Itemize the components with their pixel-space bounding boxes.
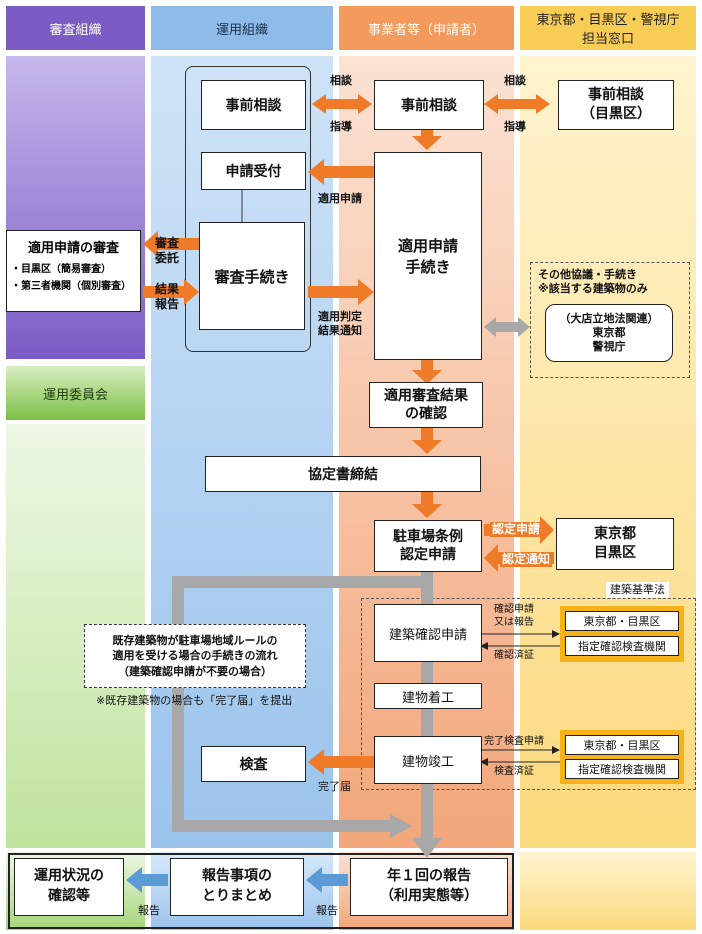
- other-procedures-frame: [530, 262, 690, 378]
- arrow-result-right: [143, 279, 199, 305]
- annual-report-box[interactable]: 年１回の報告 （利用実態等）: [350, 858, 508, 916]
- agency-box-2[interactable]: 指定確認検査機関: [565, 759, 679, 779]
- inspection-box[interactable]: 検査: [201, 746, 306, 782]
- pre-consult-applicant[interactable]: 事前相談: [374, 80, 484, 130]
- label-kensa-zumi: 検査済証: [494, 766, 534, 777]
- review-box[interactable]: 適用申請の審査 ・目黒区（簡易審査） ・第三者機関（個別審査）: [6, 230, 141, 312]
- label-nintei-shinsei: 認定申請: [490, 522, 543, 537]
- tokyo-column-bg: [520, 56, 696, 848]
- arrow-consult-meguro: [484, 94, 550, 114]
- committee-column-bg: [6, 366, 145, 420]
- label-nintei-tsuchi: 認定通知: [500, 552, 553, 567]
- other-procedures-inner[interactable]: （大店立地法関連） 東京都 警視庁: [545, 304, 673, 362]
- label-houkoku-1: 報告: [316, 904, 338, 917]
- label-kanryo-shinsei: 完了検査申請: [484, 736, 544, 747]
- header-tokyo: 東京都・目黒区・警視庁 担当窓口: [520, 6, 696, 50]
- label-hantei: 適用判定 結果通知: [318, 310, 362, 337]
- note-box: 既存建築物が駐車場地域ルールの 適用を受ける場合の手続きの流れ （建築確認申請が…: [84, 624, 306, 688]
- bypass-gray: [172, 576, 427, 832]
- tm-box-1[interactable]: 東京都・目黒区: [565, 611, 679, 631]
- label-kenchiku-kijun: 建築基準法: [606, 582, 669, 598]
- bottom-tokyo-bg: [520, 852, 696, 930]
- header-operation: 運用組織: [151, 6, 333, 50]
- header-review: 審査組織: [6, 6, 145, 50]
- bottom-row-frame: [8, 853, 514, 929]
- arrow-other-gray: [484, 317, 530, 337]
- label-shidou-2: 指導: [504, 120, 526, 133]
- arrow-down-1: [412, 360, 442, 384]
- arrow-review-left: [143, 231, 199, 257]
- tm-box-2[interactable]: 東京都・目黒区: [565, 735, 679, 755]
- pre-consult-meguro[interactable]: 事前相談 （目黒区）: [558, 80, 674, 130]
- label-kanryo-todoke: 完了届: [318, 780, 351, 793]
- receipt-box[interactable]: 申請受付: [201, 152, 306, 190]
- arrow-down-2: [412, 428, 442, 454]
- label-kakunin-shinsei: 確認申請 又は報告: [494, 604, 534, 628]
- label-apply: 適用申請: [318, 192, 362, 205]
- arrow-report-1: [306, 867, 348, 893]
- arrow-consult-op: [312, 94, 372, 114]
- other-procedures-title: その他協議・手続き ※該当する建築物のみ: [538, 268, 648, 295]
- building-standards-frame: [361, 598, 696, 790]
- pre-consult-operation[interactable]: 事前相談: [201, 80, 306, 130]
- header-applicant: 事業者等（申請者）: [339, 6, 514, 50]
- arrow-complete-left: [308, 749, 374, 775]
- arrow-apply-left: [308, 159, 374, 185]
- label-soudan-2: 相談: [504, 74, 526, 87]
- arrow-judgement-right: [308, 279, 374, 305]
- label-kekka-houkoku: 結果 報告: [155, 282, 180, 311]
- review-box-item-1: ・目黒区（簡易審査）: [11, 264, 111, 275]
- note-sub: ※既存建築物の場合も「完了届」を提出: [96, 694, 293, 707]
- review-box-title: 適用申請の審査: [27, 241, 119, 256]
- application-procedure-box[interactable]: 適用申請 手続き: [374, 152, 482, 360]
- label-shinsa-itaku: 審査 委託: [155, 236, 180, 265]
- completion-box[interactable]: 建物竣工: [374, 736, 482, 784]
- agency-box-1[interactable]: 指定確認検査機関: [565, 636, 679, 656]
- review-box-item-2: ・第三者機関（個別審査）: [11, 281, 131, 292]
- label-kakunin-zumi: 確認済証: [494, 650, 534, 661]
- review-procedure-box[interactable]: 審査手続き: [199, 222, 305, 330]
- label-shidou-1: 指導: [330, 120, 352, 133]
- label-soudan-1: 相談: [330, 74, 352, 87]
- building-confirm-box[interactable]: 建築確認申請: [374, 604, 482, 662]
- tokyo-meguro-box[interactable]: 東京都 目黒区: [556, 518, 674, 570]
- result-confirm-box[interactable]: 適用審査結果 の確認: [369, 382, 483, 428]
- parking-certification-box[interactable]: 駐車場条例 認定申請: [374, 520, 482, 572]
- header-committee: 運用委員会: [42, 387, 108, 403]
- label-houkoku-2: 報告: [138, 904, 160, 917]
- arrow-down-3: [412, 492, 442, 518]
- arrow-report-2: [126, 867, 168, 893]
- construction-start-box[interactable]: 建物着工: [374, 683, 482, 709]
- agreement-box[interactable]: 協定書締結: [205, 456, 481, 492]
- report-summary-box[interactable]: 報告事項の とりまとめ: [170, 858, 304, 916]
- status-check-box[interactable]: 運用状況の 確認等: [14, 858, 124, 916]
- arrow-down-consult: [412, 124, 442, 150]
- operation-group-frame: [185, 66, 311, 352]
